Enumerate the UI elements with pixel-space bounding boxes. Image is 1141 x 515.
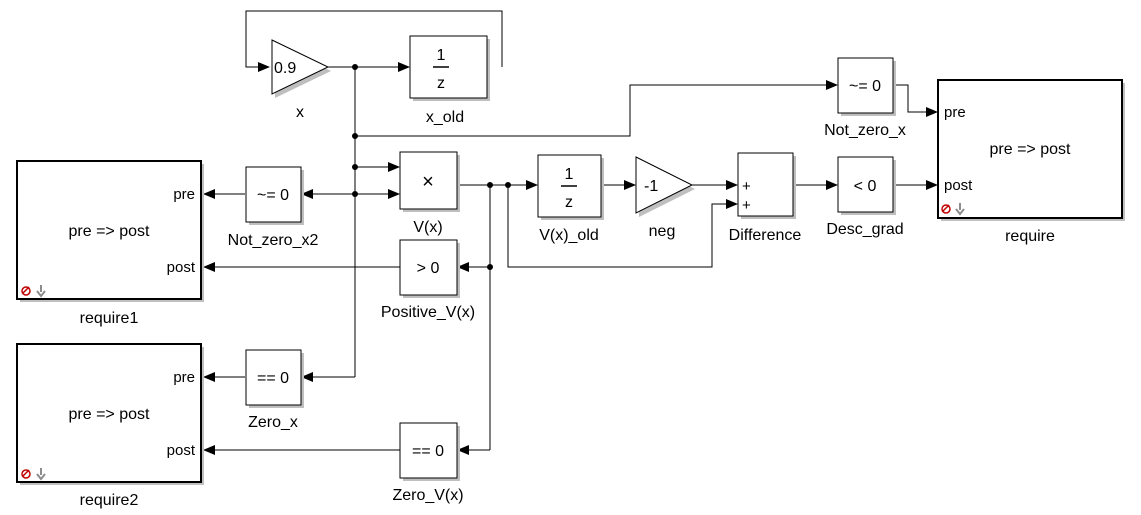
product-block-vx[interactable]: × V(x) xyxy=(399,151,460,236)
wire-x-to-not-zero-x xyxy=(355,84,826,137)
wire-vx-to-difference xyxy=(507,185,726,268)
zero-vx-label: Zero_V(x) xyxy=(392,487,463,504)
compare-block-positive-vx[interactable]: > 0 Positive_V(x) xyxy=(381,239,475,321)
requirement-badge-icon xyxy=(21,285,46,298)
positive-vx-label: Positive_V(x) xyxy=(381,304,475,321)
require1-post-port: post xyxy=(167,259,196,276)
require2-post-port: post xyxy=(167,442,196,459)
wire-feedback-x-old xyxy=(245,10,503,68)
x-old-numerator: 1 xyxy=(437,47,446,64)
compare-block-not-zero-x2[interactable]: ~= 0 Not_zero_x2 xyxy=(228,166,319,249)
signal-lines xyxy=(213,10,926,451)
requirement-badge-icon xyxy=(941,203,965,216)
zero-x-text: == 0 xyxy=(257,370,289,387)
desc-grad-text: < 0 xyxy=(854,178,877,195)
neg-value: -1 xyxy=(644,178,658,195)
require1-body-text: pre => post xyxy=(69,223,151,240)
x-old-denominator: z xyxy=(437,75,445,92)
sum-sign-bottom: + xyxy=(742,197,751,214)
gain-block-x[interactable]: 0.9 x xyxy=(271,39,331,121)
sum-block-difference[interactable]: + + Difference xyxy=(729,152,802,244)
require1-pre-port: pre xyxy=(173,186,195,203)
vx-old-denominator: z xyxy=(565,194,573,211)
wire-not-zero-x-to-require xyxy=(893,84,926,113)
gain-block-neg[interactable]: -1 neg xyxy=(635,156,695,240)
x-old-label: x_old xyxy=(426,109,464,126)
zero-vx-text: == 0 xyxy=(412,443,444,460)
sum-sign-top: + xyxy=(742,178,751,195)
require2-body-text: pre => post xyxy=(69,406,151,423)
not-zero-x-text: ~= 0 xyxy=(849,78,881,95)
junction-dots xyxy=(352,64,511,270)
subsystem-require[interactable]: pre post pre => post require xyxy=(937,79,1125,245)
require1-label: require1 xyxy=(80,310,139,327)
gain-x-label: x xyxy=(296,104,304,121)
vx-old-label: V(x)_old xyxy=(539,227,599,244)
compare-block-zero-vx[interactable]: == 0 Zero_V(x) xyxy=(392,422,464,504)
zero-x-label: Zero_x xyxy=(248,414,298,431)
compare-block-zero-x[interactable]: == 0 Zero_x xyxy=(245,349,304,431)
require-label: require xyxy=(1005,228,1055,245)
compare-block-not-zero-x[interactable]: ~= 0 Not_zero_x xyxy=(824,57,906,139)
arrowheads xyxy=(203,62,938,455)
not-zero-x-label: Not_zero_x xyxy=(824,122,906,139)
vx-old-numerator: 1 xyxy=(565,166,574,183)
subsystem-require1[interactable]: pre post pre => post require1 xyxy=(16,160,204,327)
require-body-text: pre => post xyxy=(990,141,1072,158)
require-post-port: post xyxy=(944,177,973,194)
product-label: V(x) xyxy=(413,219,442,236)
desc-grad-label: Desc_grad xyxy=(826,221,903,238)
unit-delay-x-old[interactable]: 1 z x_old xyxy=(409,35,490,126)
unit-delay-vx-old[interactable]: 1 z V(x)_old xyxy=(537,154,604,244)
neg-label: neg xyxy=(649,223,676,240)
not-zero-x2-label: Not_zero_x2 xyxy=(228,232,319,249)
positive-vx-text: > 0 xyxy=(417,260,440,277)
require-pre-port: pre xyxy=(944,104,966,121)
difference-label: Difference xyxy=(729,227,802,244)
product-symbol: × xyxy=(422,171,434,193)
subsystem-require2[interactable]: pre post pre => post require2 xyxy=(16,343,204,509)
requirement-badge-icon xyxy=(21,468,46,481)
gain-x-value: 0.9 xyxy=(274,60,296,77)
not-zero-x2-text: ~= 0 xyxy=(257,187,289,204)
require2-label: require2 xyxy=(80,492,139,509)
require2-pre-port: pre xyxy=(173,369,195,386)
compare-block-desc-grad[interactable]: < 0 Desc_grad xyxy=(826,156,904,238)
